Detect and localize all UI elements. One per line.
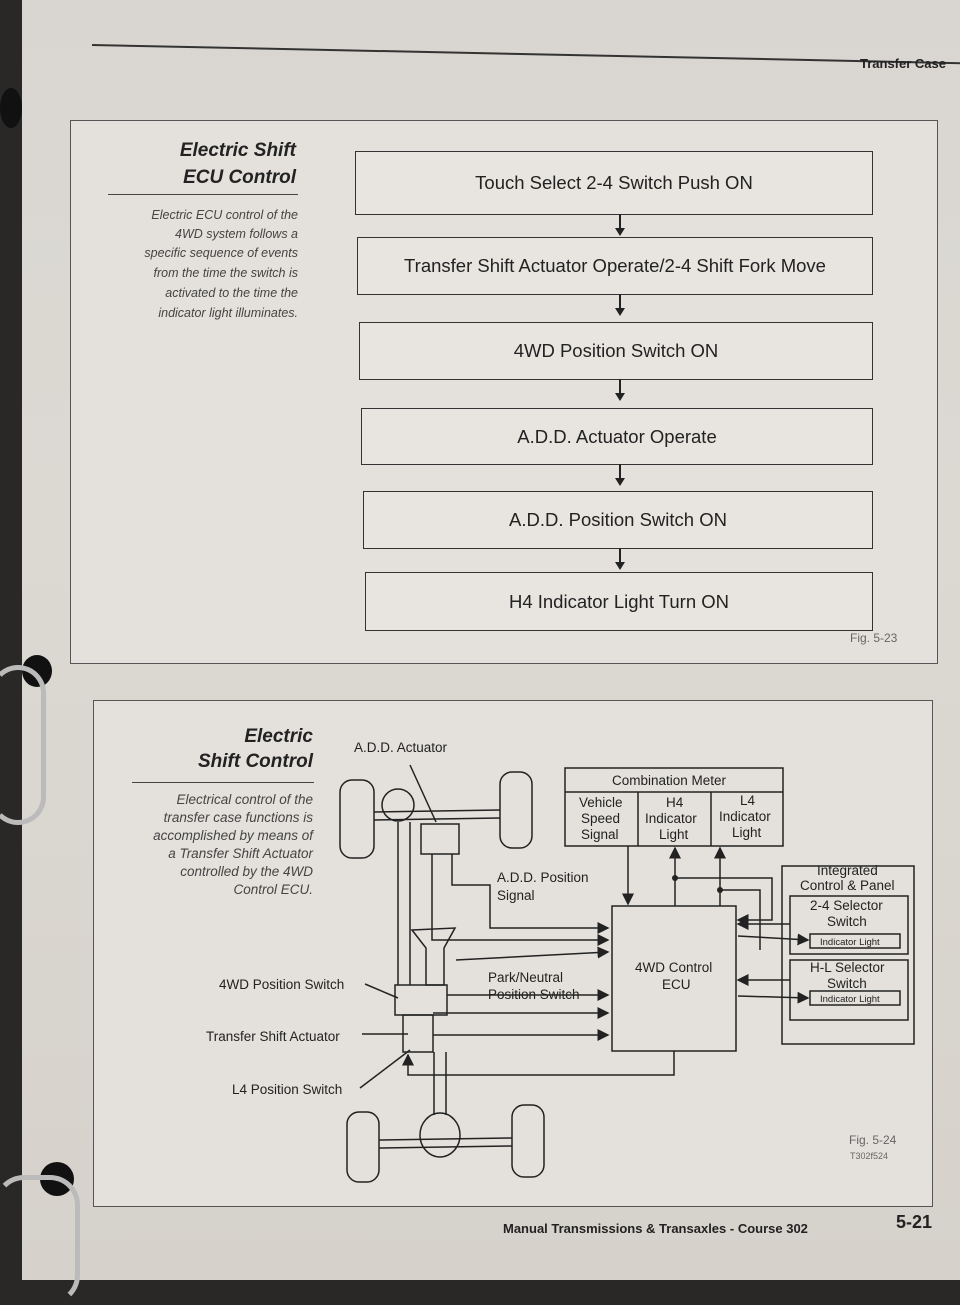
footer-title: Manual Transmissions & Transaxles - Cour… xyxy=(503,1221,808,1236)
flow-step-1: Touch Select 2-4 Switch Push ON xyxy=(355,151,873,215)
label-add-position-signal-2: Signal xyxy=(497,888,535,903)
fig24-side-text-line: transfer case functions is xyxy=(163,810,313,825)
label-icp-2: Control & Panel xyxy=(800,878,895,893)
fig24-side-text-line: accomplished by means of xyxy=(153,828,313,843)
rear-right-wheel xyxy=(511,1104,545,1178)
label-transfer-shift-actuator: Transfer Shift Actuator xyxy=(206,1029,340,1044)
label-icp-1: Integrated xyxy=(817,863,878,878)
fig24-side-text-line: Control ECU. xyxy=(233,882,313,897)
front-left-wheel xyxy=(339,779,375,859)
fig23-side-text-line: activated to the time the xyxy=(165,286,298,300)
fig24-side-text-line: controlled by the 4WD xyxy=(180,864,313,879)
label-vss-3: Signal xyxy=(581,827,619,842)
transfer-case xyxy=(410,927,457,986)
label-vss-2: Speed xyxy=(581,811,620,826)
label-l4-position-switch: L4 Position Switch xyxy=(232,1082,342,1097)
h-l-selector-switch xyxy=(789,959,909,1021)
fig23-side-title-2: ECU Control xyxy=(183,167,296,188)
fig24-code: T302f524 xyxy=(850,1151,889,1161)
fig23-side-text-line: specific sequence of events xyxy=(144,246,298,260)
combination-meter xyxy=(564,767,784,847)
fig24-side-rule xyxy=(132,782,314,783)
label-sel24-1: 2-4 Selector xyxy=(810,898,883,913)
label-combination-meter: Combination Meter xyxy=(612,773,727,788)
running-header: Transfer Case xyxy=(860,56,946,71)
flow-step-3: 4WD Position Switch ON xyxy=(359,322,873,380)
flow-step-6: H4 Indicator Light Turn ON xyxy=(365,572,873,631)
indicator-light-box-2 xyxy=(809,990,901,1006)
page-number: 5-21 xyxy=(896,1212,933,1232)
binder-hole-1 xyxy=(0,88,22,128)
flow-arrow-1 xyxy=(615,214,625,236)
label-indicator-light-2: Indicator Light xyxy=(820,994,880,1005)
rear-left-wheel xyxy=(346,1111,380,1183)
fig24-side-text-line: Electrical control of the xyxy=(176,792,313,807)
label-h4-2: Indicator xyxy=(645,811,697,826)
fig23-side-title-1: Electric Shift xyxy=(179,140,296,161)
indicator-light-box-1 xyxy=(809,933,901,949)
label-l4-3: Light xyxy=(732,825,762,840)
fig23-side-text-line: from the time the switch is xyxy=(153,266,299,280)
fig24-label: Fig. 5-24 xyxy=(849,1133,897,1147)
label-add-actuator: A.D.D. Actuator xyxy=(354,740,448,755)
label-ecu-2: ECU xyxy=(662,977,691,992)
flow-step-4: A.D.D. Actuator Operate xyxy=(361,408,873,465)
label-sel24-2: Switch xyxy=(827,914,867,929)
flow-arrow-2 xyxy=(615,294,625,316)
fig23-side-rule xyxy=(108,194,298,195)
label-vss-1: Vehicle xyxy=(579,795,623,810)
add-actuator xyxy=(420,823,460,855)
label-selhl-1: H-L Selector xyxy=(810,960,885,975)
flow-arrow-4 xyxy=(615,464,625,486)
integrated-control-panel xyxy=(781,865,915,1045)
flow-step-5: A.D.D. Position Switch ON xyxy=(363,491,873,549)
binder-ring-3 xyxy=(0,1175,80,1305)
2-4-selector-switch xyxy=(789,895,909,955)
label-l4-1: L4 xyxy=(740,793,756,808)
label-park-neutral-1: Park/Neutral xyxy=(488,970,563,985)
label-park-neutral-2: Position Switch xyxy=(488,987,580,1002)
label-ecu-1: 4WD Control xyxy=(635,960,712,975)
label-4wd-position-switch: 4WD Position Switch xyxy=(219,977,344,992)
fig24-side-title-1: Electric xyxy=(244,726,313,747)
fig24-side-title-2: Shift Control xyxy=(197,751,313,772)
fig23-side-text-line: indicator light illuminates. xyxy=(158,306,298,320)
binder-ring-2 xyxy=(0,665,46,825)
front-differential xyxy=(381,788,415,822)
transfer-case-body xyxy=(394,984,448,1016)
fig23-label: Fig. 5-23 xyxy=(850,631,898,645)
label-add-position-signal-1: A.D.D. Position xyxy=(497,870,589,885)
flow-arrow-5 xyxy=(615,548,625,570)
label-l4-2: Indicator xyxy=(719,809,771,824)
label-selhl-2: Switch xyxy=(827,976,867,991)
fig23-side-text-line: Electric ECU control of the xyxy=(151,208,298,222)
front-right-wheel xyxy=(499,771,533,849)
label-h4-1: H4 xyxy=(666,795,684,810)
label-indicator-light-1: Indicator Light xyxy=(820,937,880,948)
rear-differential xyxy=(419,1112,461,1158)
label-h4-3: Light xyxy=(659,827,689,842)
fig24-side-text-line: a Transfer Shift Actuator xyxy=(168,846,313,861)
flow-step-2: Transfer Shift Actuator Operate/2-4 Shif… xyxy=(357,237,873,295)
fig23-side-text-line: 4WD system follows a xyxy=(175,227,298,241)
flow-arrow-3 xyxy=(615,379,625,401)
